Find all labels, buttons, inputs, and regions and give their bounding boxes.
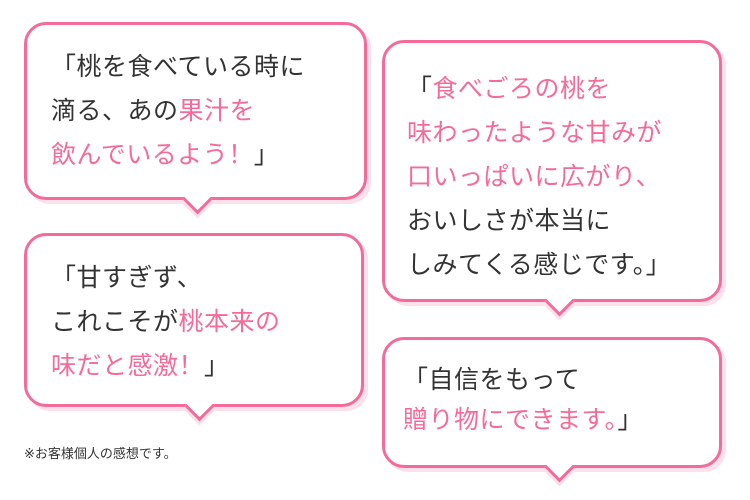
testimonial-line: 口いっぱいに広がり、 (407, 155, 671, 199)
testimonial-line: これこそが桃本来の (51, 300, 281, 344)
testimonial-line: おいしさが本当に (407, 199, 671, 243)
testimonial-bubble-4: 「自信をもって贈り物にできます。」 (382, 337, 722, 483)
highlighted-text: 味だと感激！ (51, 351, 205, 380)
testimonial-line: 飲んでいるよう！」 (51, 133, 305, 177)
text-segment: 「桃を食べている時に (51, 52, 306, 81)
testimonial-line: 「甘すぎず、 (51, 256, 281, 300)
testimonial-line: 滴る、あの果汁を (51, 89, 305, 133)
testimonial-line: 「桃を食べている時に (51, 45, 305, 89)
footnote: ※お客様個人の感想です。 (24, 447, 177, 462)
text-segment: 「甘すぎず、 (51, 263, 203, 292)
bubble-tail (544, 286, 575, 317)
text-segment: 」 (204, 351, 230, 380)
text-segment: しみてくる感じです。」 (407, 250, 672, 279)
text-segment: 」 (617, 405, 644, 434)
testimonial-line: しみてくる感じです。」 (407, 243, 671, 287)
testimonial-line: 「自信をもって (403, 360, 643, 400)
testimonial-text: 「食べごろの桃を味わったような甘みが口いっぱいに広がり、おいしさが本当にしみてく… (407, 67, 671, 287)
highlighted-text: 桃本来の (178, 307, 281, 336)
testimonial-bubble-3: 「食べごろの桃を味わったような甘みが口いっぱいに広がり、おいしさが本当にしみてく… (382, 40, 722, 317)
text-segment: これこそが (51, 307, 179, 336)
testimonial-text: 「桃を食べている時に滴る、あの果汁を飲んでいるよう！」 (51, 45, 305, 177)
text-segment: 「 (407, 74, 433, 103)
testimonial-line: 「食べごろの桃を (407, 67, 671, 111)
testimonial-line: 味わったような甘みが (407, 111, 671, 155)
text-segment: 」 (253, 140, 280, 169)
highlighted-text: 果汁を (178, 96, 256, 125)
text-segment: おいしさが本当に (407, 206, 612, 235)
testimonial-text: 「甘すぎず、これこそが桃本来の味だと感激！」 (51, 256, 281, 388)
testimonial-line: 贈り物にできます。」 (403, 400, 643, 440)
text-segment: 「自信をもって (403, 365, 581, 394)
highlighted-text: 口いっぱいに広がり、 (407, 162, 662, 191)
highlighted-text: 味わったような甘みが (407, 118, 663, 147)
text-segment: 滴る、あの (51, 96, 179, 125)
testimonial-text: 「自信をもって贈り物にできます。」 (403, 360, 643, 440)
bubble-tail (182, 184, 213, 215)
testimonial-line: 味だと感激！」 (51, 344, 281, 388)
bubble-tail (184, 391, 215, 422)
testimonial-bubble-1: 「桃を食べている時に滴る、あの果汁を飲んでいるよう！」 (24, 22, 367, 215)
bubble-tail (544, 452, 575, 483)
highlighted-text: 贈り物にできます。 (403, 405, 618, 434)
highlighted-text: 飲んでいるよう！ (51, 140, 254, 169)
highlighted-text: 食べごろの桃を (432, 74, 612, 103)
testimonial-bubble-2: 「甘すぎず、これこそが桃本来の味だと感激！」 (24, 233, 364, 422)
